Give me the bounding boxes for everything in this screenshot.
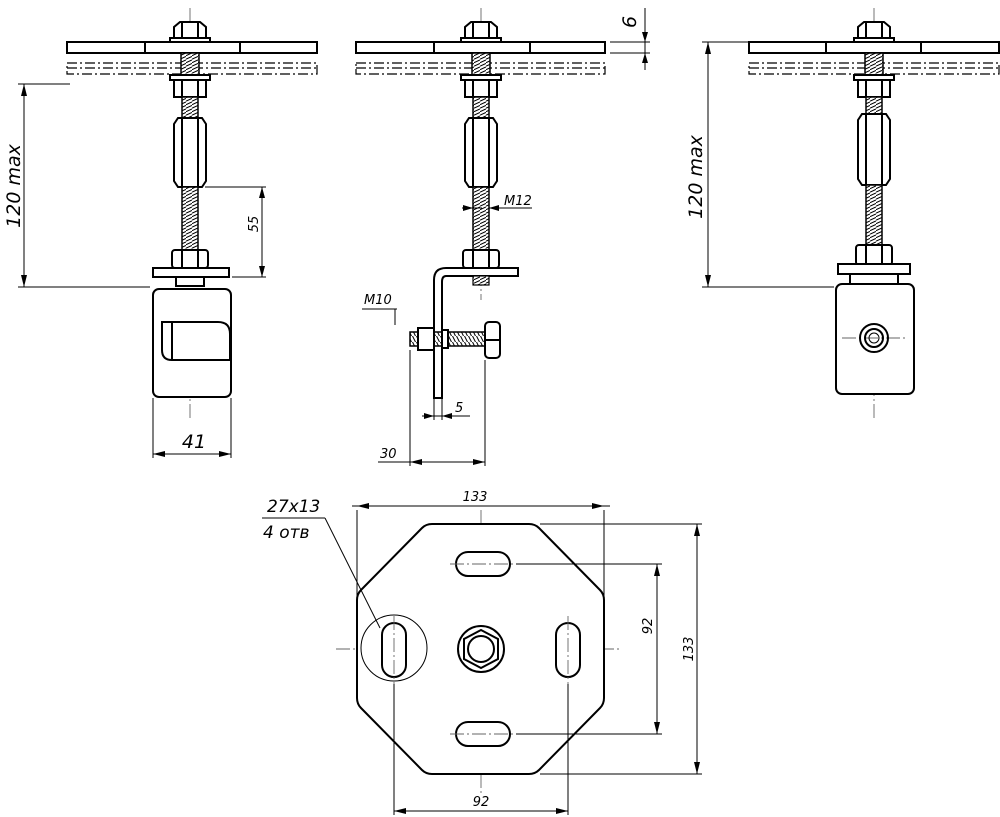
- left-bracket-plate: [152, 267, 230, 278]
- middle-mid-nut: [464, 79, 498, 98]
- stud-thread-label: M12: [504, 194, 532, 209]
- left-rail-block: [152, 288, 232, 398]
- left-max-height-label: 120 max: [3, 143, 25, 227]
- right-bracket-plate: [837, 263, 911, 275]
- slot-size-label: 27x13: [267, 497, 320, 517]
- left-rail-slot: [161, 321, 231, 361]
- left-lower-nut: [171, 249, 209, 269]
- slot-spacing-vertical-label: 92: [641, 618, 656, 635]
- left-coupling-nut: [173, 117, 207, 188]
- bracket-thickness-label: 5: [455, 401, 463, 416]
- right-lower-nut: [855, 244, 893, 266]
- slot-highlight-circle: [360, 614, 428, 682]
- middle-threaded-rod: [472, 186, 490, 251]
- central-hex-nut: [463, 628, 499, 670]
- left-view: 120 max 55 41: [3, 8, 318, 458]
- bracket-depth-label: 30: [380, 447, 397, 462]
- bolt-length-label: 55: [247, 216, 262, 233]
- plate-thickness-label: 6: [619, 16, 641, 28]
- right-top-nut: [857, 21, 891, 40]
- right-view: 120 max: [685, 8, 1000, 420]
- hole-count-label: 4 отв: [263, 523, 310, 543]
- middle-l-bracket: [433, 267, 519, 399]
- side-bolt-thread-label: M10: [364, 293, 392, 308]
- right-max-height-label: 120 max: [685, 134, 707, 218]
- middle-view: M12 6 M10 5 30: [355, 8, 650, 466]
- octagonal-base-plate: [356, 523, 605, 775]
- left-threaded-rod: [181, 186, 199, 251]
- plate-width-label: 133: [463, 490, 488, 505]
- right-top-plate: [748, 41, 1000, 54]
- left-mid-nut: [173, 79, 207, 98]
- rail-width-label: 41: [182, 431, 206, 453]
- plan-view: 27x13 4 отв 133 133 92 92: [262, 490, 702, 815]
- middle-coupling-nut: [464, 117, 498, 188]
- left-top-plate: [66, 41, 318, 54]
- right-mid-nut: [857, 79, 891, 98]
- right-threaded-rod: [865, 184, 883, 246]
- middle-top-nut: [464, 21, 498, 40]
- right-coupling-nut: [857, 113, 891, 186]
- central-washer: [457, 625, 505, 673]
- plate-height-label: 133: [682, 637, 697, 662]
- right-rail-block: [835, 283, 915, 395]
- middle-top-plate: [355, 41, 606, 54]
- slot-spacing-horizontal-label: 92: [473, 795, 490, 810]
- middle-lower-nut: [462, 249, 500, 269]
- right-bolt-hole-outer: [859, 323, 889, 353]
- left-top-nut: [173, 21, 207, 40]
